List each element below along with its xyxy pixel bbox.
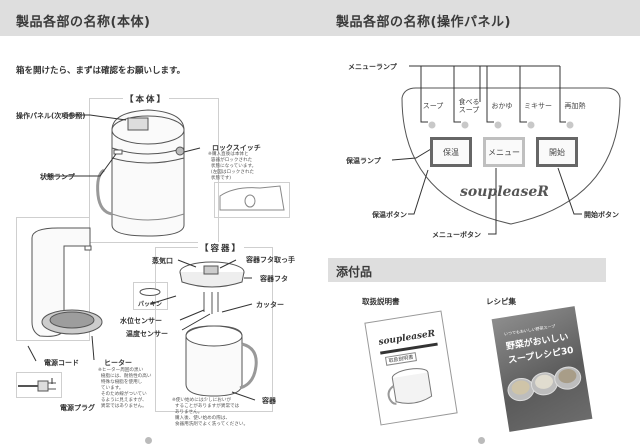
keep-warm-button-label: 保温 xyxy=(443,147,459,157)
label-keep-warm-lamp: 保温ランプ xyxy=(346,157,381,165)
main-unit-illustration xyxy=(18,109,285,401)
label-menu-lamp: メニューランプ xyxy=(348,63,397,71)
label-packing: パッキン xyxy=(138,301,162,308)
label-heater: ヒーター xyxy=(104,359,132,367)
lock-detail-frame xyxy=(214,182,290,218)
brand-logo: soupleaseR xyxy=(460,184,549,200)
lock-note: ※購入直後は本体と 容器がロックされた 状態になっています。 (左図はロックされ… xyxy=(208,152,257,181)
page-title: 製品各部の名称(操作パネル) xyxy=(336,15,511,30)
main-unit-section-label: 【本体】 xyxy=(123,93,170,105)
label-water-sensor: 水位センサー xyxy=(120,317,162,325)
label-power-cord: 電源コード xyxy=(44,359,79,367)
menu-item-soup: スープ xyxy=(422,102,444,110)
manual-cover: soupleaseR 取扱説明書 xyxy=(364,310,458,426)
container-note: ※使い始めには少しにおいが することがありますが異常では ありません。 購入後、… xyxy=(172,398,249,427)
label-lid: 容器フタ xyxy=(260,275,288,283)
menu-item-mixer: ミキサー xyxy=(524,102,552,110)
keep-warm-button[interactable]: 保温 xyxy=(430,137,472,167)
recipe-cover-bowls xyxy=(507,366,582,402)
accessories-header: 添付品 xyxy=(328,258,606,282)
label-control-panel: 操作パネル(次項参照) xyxy=(16,112,86,120)
label-keep-warm-button: 保温ボタン xyxy=(372,211,407,219)
accessory-recipe-title: レシピ集 xyxy=(486,297,516,306)
label-start-button: 開始ボタン xyxy=(584,211,619,219)
intro-text: 箱を開けたら、まずは確認をお願いします。 xyxy=(16,66,186,76)
plug-frame xyxy=(16,372,62,398)
label-status-lamp: 状態ランプ xyxy=(40,173,75,181)
base-frame xyxy=(16,217,90,341)
page-header: 製品各部の名称(操作パネル) xyxy=(320,0,640,36)
accessories-title: 添付品 xyxy=(336,265,373,279)
label-steam-vent: 蒸気口 xyxy=(152,257,173,265)
right-page: 製品各部の名称(操作パネル) メニューランプ xyxy=(320,0,640,446)
heater-note: ※ヒーター周囲の黒い 樹脂には、耐熱性の高い 特殊な樹脂を使用し ています。 そ… xyxy=(98,368,152,409)
page-title: 製品各部の名称(本体) xyxy=(16,15,151,30)
label-power-plug: 電源プラグ xyxy=(60,404,95,412)
label-cutter: カッター xyxy=(256,301,284,309)
packing-frame xyxy=(133,282,168,310)
manual-cover-illustration xyxy=(387,368,433,405)
container-section-label: 【容器】 xyxy=(198,242,245,254)
label-temp-sensor: 温度センサー xyxy=(126,330,168,338)
page-header: 製品各部の名称(本体) xyxy=(0,0,320,36)
start-button[interactable]: 開始 xyxy=(536,137,578,167)
page-number-marker xyxy=(478,437,485,444)
menu-item-chunky-soup: 食べる スープ xyxy=(458,98,480,114)
label-lid-handle: 容器フタ取っ手 xyxy=(246,256,295,264)
menu-item-reheat: 再加熱 xyxy=(564,102,586,110)
label-lock-switch: ロックスイッチ xyxy=(212,144,261,152)
left-page: 製品各部の名称(本体) 箱を開けたら、まずは確認をお願いします。 xyxy=(0,0,320,444)
recipe-book-cover: いつでもおいしい野菜スープ 野菜がおいしい スープレシピ30 xyxy=(491,306,593,432)
label-menu-button: メニューボタン xyxy=(432,231,481,239)
menu-button[interactable]: メニュー xyxy=(483,137,525,167)
label-container: 容器 xyxy=(262,397,276,405)
menu-item-porridge: おかゆ xyxy=(491,102,513,110)
menu-button-label: メニュー xyxy=(488,147,520,157)
start-button-label: 開始 xyxy=(549,147,565,157)
accessory-manual-title: 取扱説明書 xyxy=(362,297,400,306)
page-number-marker xyxy=(145,437,152,444)
